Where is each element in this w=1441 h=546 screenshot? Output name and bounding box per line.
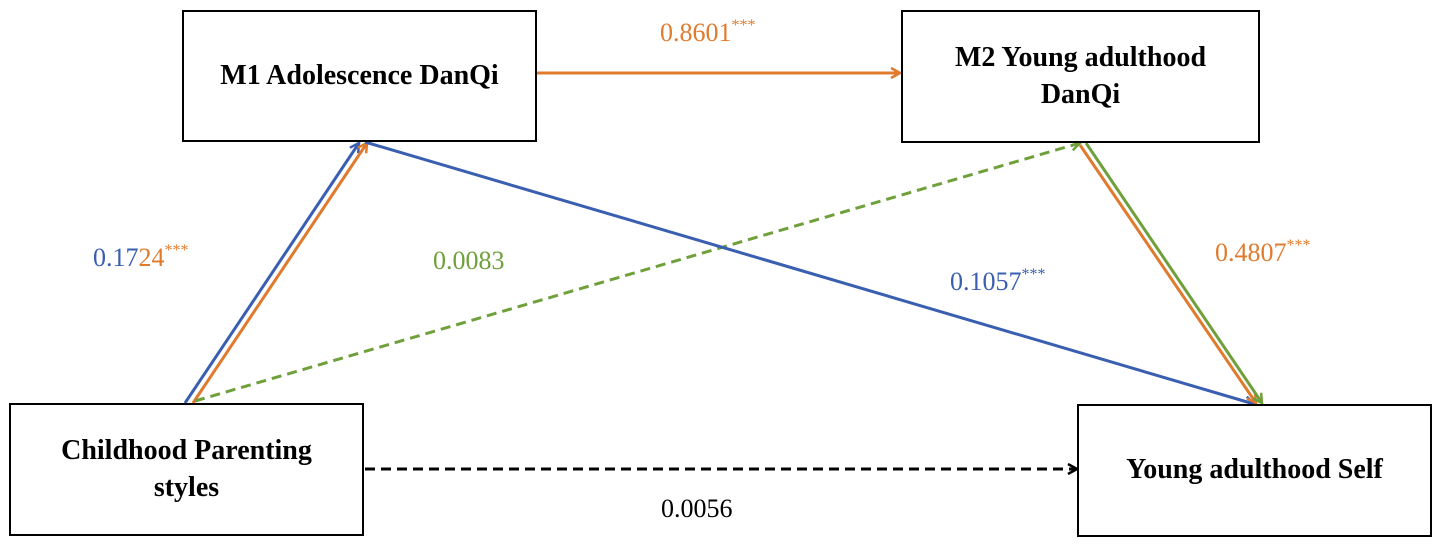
x-label-line2: styles bbox=[153, 471, 220, 503]
arrow-x-to-m1-orange bbox=[191, 143, 367, 404]
young-adulthood-self-box: Young adulthood Self bbox=[1077, 404, 1432, 537]
coef-x-y-value: 0.0056 bbox=[661, 494, 733, 523]
arrow-m2-to-y-orange bbox=[1078, 144, 1256, 403]
arrow-m1-to-y bbox=[364, 140, 1254, 404]
m1-label: M1 Adolescence DanQi bbox=[220, 59, 499, 91]
arrow-x-to-m2 bbox=[194, 143, 1080, 403]
coef-x-y: 0.0056 bbox=[661, 494, 733, 524]
coef-x-m2-value: 0.0083 bbox=[433, 246, 505, 275]
coef-m1-y: 0.1057*** bbox=[950, 266, 1046, 297]
coef-m2-y-value: 0.4807 bbox=[1215, 238, 1287, 267]
coef-x-m1-value-a: 0.17 bbox=[93, 243, 139, 272]
coef-x-m1: 0.1724*** bbox=[93, 242, 189, 273]
coef-m1-m2: 0.8601*** bbox=[660, 17, 756, 48]
coef-x-m1-sig: *** bbox=[164, 242, 189, 259]
coef-m1-y-sig: *** bbox=[1021, 266, 1046, 283]
coef-m1-m2-sig: *** bbox=[731, 17, 756, 34]
m2-label-line1: M2 Young adulthood bbox=[954, 42, 1207, 74]
arrow-m2-to-y-green bbox=[1084, 142, 1262, 403]
arrow-x-to-m1-blue bbox=[183, 143, 359, 404]
x-label-line1: Childhood Parenting bbox=[61, 435, 312, 467]
coef-m1-m2-value: 0.8601 bbox=[660, 18, 732, 47]
m2-young-adulthood-danqi-box: M2 Young adulthood DanQi bbox=[901, 10, 1260, 143]
y-label: Young adulthood Self bbox=[1126, 454, 1383, 486]
m2-label-line2: DanQi bbox=[1040, 78, 1121, 110]
coef-m2-y: 0.4807*** bbox=[1215, 237, 1311, 268]
coef-m2-y-sig: *** bbox=[1286, 237, 1311, 254]
m1-adolescence-danqi-box: M1 Adolescence DanQi bbox=[182, 10, 537, 142]
childhood-parenting-styles-box: Childhood Parenting styles bbox=[9, 403, 364, 536]
coef-m1-y-value: 0.1057 bbox=[950, 267, 1022, 296]
coef-x-m2: 0.0083 bbox=[433, 246, 505, 276]
coef-x-m1-value-b: 24 bbox=[138, 243, 165, 272]
